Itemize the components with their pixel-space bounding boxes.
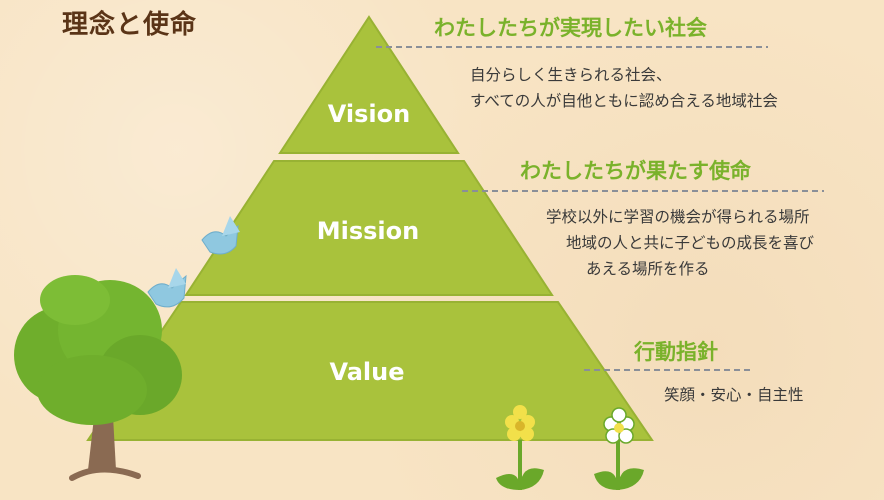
description-line: 学校以外に学習の機会が得られる場所 <box>546 208 810 226</box>
pyramid-tier-vision <box>278 15 460 154</box>
tier-label-value: Value <box>329 358 405 386</box>
tree-icon <box>14 275 182 481</box>
flower-icon <box>594 407 644 490</box>
description-line: 笑顔・安心・自主性 <box>664 386 804 404</box>
description-line: 自分らしく生きられる社会、 <box>470 66 672 84</box>
tier-label-mission: Mission <box>316 217 420 245</box>
description-mission: 学校以外に学習の機会が得られる場所 地域の人と共に子どもの成長を喜び あえる場所… <box>546 204 814 282</box>
description-value: 笑顔・安心・自主性 <box>664 382 804 408</box>
bird-icon <box>201 216 240 255</box>
description-line: あえる場所を作る <box>586 260 710 278</box>
tier-label-vision: Vision <box>327 100 411 128</box>
bird-icon <box>147 268 187 308</box>
heading-vision: わたしたちが実現したい社会 <box>434 16 707 40</box>
heading-mission: わたしたちが果たす使命 <box>520 159 751 183</box>
page-title: 理念と使命 <box>62 10 198 40</box>
description-line: 地域の人と共に子どもの成長を喜び <box>566 234 815 252</box>
description-line: すべての人が自他ともに認め合える地域社会 <box>470 92 778 110</box>
heading-value: 行動指針 <box>634 340 718 364</box>
flower-icon <box>496 405 544 490</box>
description-vision: 自分らしく生きられる社会、 すべての人が自他ともに認め合える地域社会 <box>470 62 778 114</box>
